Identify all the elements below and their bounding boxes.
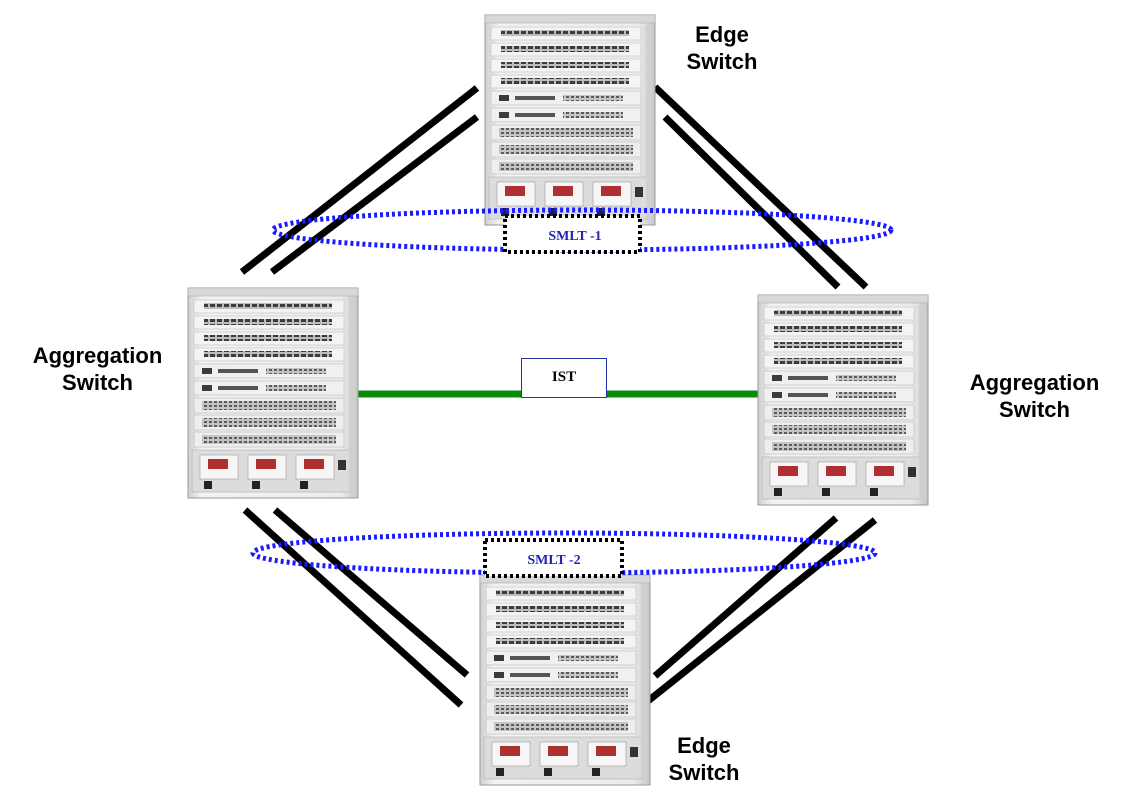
aggregation-switch-right-label-line1: Aggregation: [969, 370, 1100, 395]
edge-switch-top-label-line1: Edge: [695, 22, 749, 47]
edge-switch-bottom-chassis: [479, 574, 651, 786]
edge-switch-top-chassis: [484, 14, 656, 226]
smlt-ring-top: [270, 207, 894, 253]
uplinks-edge-top-right: [652, 84, 869, 290]
aggregation-switch-right-chassis: [757, 294, 929, 506]
aggregation-switch-right-label-line2: Switch: [999, 397, 1070, 422]
edge-switch-top-label-line2: Switch: [686, 49, 758, 74]
edge-switch-top-label: Edge Switch: [652, 21, 792, 75]
edge-switch-bottom-label-line2: Switch: [668, 760, 740, 785]
aggregation-switch-left-label-line1: Aggregation: [32, 343, 163, 368]
edge-switch-bottom-label-line1: Edge: [677, 733, 731, 758]
edge-switch-bottom-label: Edge Switch: [634, 732, 774, 786]
aggregation-switch-left-label-line2: Switch: [62, 370, 133, 395]
aggregation-switch-right-label: Aggregation Switch: [937, 369, 1132, 423]
uplinks-edge-bottom-right: [640, 515, 878, 708]
ist-label: IST: [521, 358, 607, 398]
smlt-bottom-label: SMLT -2: [502, 552, 606, 570]
aggregation-switch-left-chassis: [187, 287, 359, 499]
uplinks-edge-bottom-left: [242, 507, 470, 708]
aggregation-switch-left-label: Aggregation Switch: [0, 342, 195, 396]
uplinks-edge-top-left: [239, 85, 480, 275]
smlt-top-label: SMLT -1: [520, 227, 630, 247]
